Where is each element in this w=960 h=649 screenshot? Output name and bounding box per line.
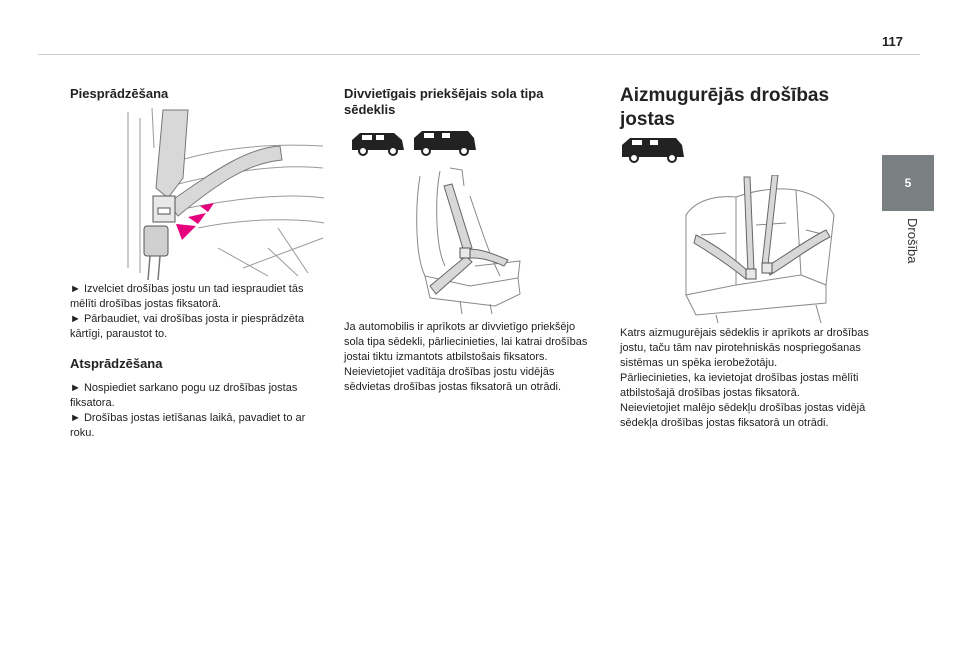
- heading-fastening: Piesprādzēšana: [70, 86, 169, 101]
- bench-seat-paragraph-2: Neievietojiet vadītāja drošības jostu vi…: [344, 366, 562, 393]
- page-number: 117: [882, 34, 903, 49]
- bench-seat-illustration: [416, 167, 521, 315]
- chapter-tab[interactable]: 5: [882, 155, 934, 211]
- unfastening-step-1: ► Nospiediet sarkano pogu uz drošības jo…: [70, 382, 298, 409]
- col-bench-seat: Divvietīgais priekšējais sola tipa sēdek…: [344, 86, 594, 118]
- col-rear-belts: Aizmugurējās drošības jostas: [620, 84, 880, 132]
- rear-belts-paragraph-3: Neievietojiet malējo sēdekļu drošības jo…: [620, 402, 866, 429]
- heading-rear-belts: Aizmugurējās drošības jostas: [620, 85, 830, 130]
- fastening-step-1: ► Izvelciet drošības jostu un tad iespra…: [70, 283, 304, 310]
- rear-seat-illustration: [685, 175, 835, 323]
- van-long-icon: [622, 138, 684, 163]
- header-rule: [38, 54, 920, 55]
- col-bench-seat-text: Ja automobilis ir aprīkots ar divvietīgo…: [344, 320, 594, 395]
- heading-unfastening: Atsprādzēšana: [70, 356, 163, 371]
- fastening-step-2: ► Pārbaudiet, vai drošības josta ir pies…: [70, 313, 305, 340]
- col-fastening-text: ► Izvelciet drošības jostu un tad iespra…: [70, 282, 325, 441]
- unfastening-step-2: ► Drošības jostas ietīšanas laikā, pavad…: [70, 412, 306, 439]
- van-long-icon: [414, 131, 476, 156]
- col-rear-belts-text: Katrs aizmugurējais sēdeklis ir aprīkots…: [620, 326, 880, 431]
- bench-seat-paragraph-1: Ja automobilis ir aprīkots ar divvietīgo…: [344, 321, 588, 363]
- col-fastening: Piesprādzēšana: [70, 86, 325, 102]
- van-short-icon: [352, 133, 404, 156]
- rear-belts-paragraph-2: Pārliecinieties, ka ievietojat drošības …: [620, 372, 859, 399]
- chapter-label: Drošība: [905, 218, 920, 264]
- heading-bench-seat: Divvietīgais priekšējais sola tipa sēdek…: [344, 86, 544, 117]
- seatbelt-buckle-illustration: [127, 108, 325, 280]
- rear-belts-paragraph-1: Katrs aizmugurējais sēdeklis ir aprīkots…: [620, 327, 869, 369]
